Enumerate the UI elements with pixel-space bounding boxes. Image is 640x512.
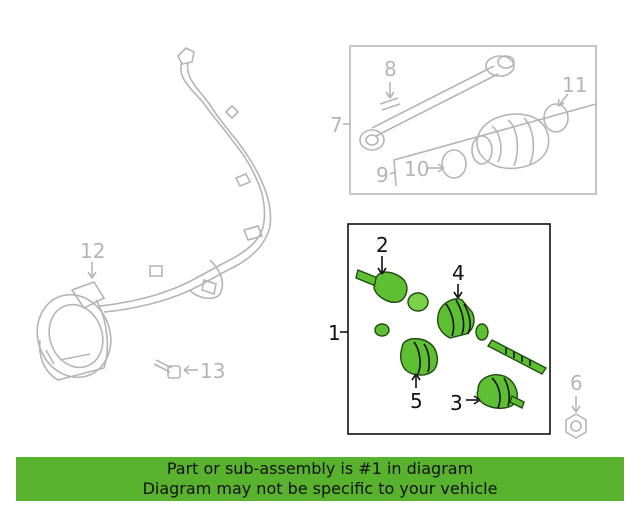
sensor-ring <box>36 281 112 381</box>
callout-11: 11 <box>562 73 587 97</box>
parts-diagram: 1 2 3 4 5 6 7 8 9 10 11 12 13 <box>36 45 597 439</box>
callout-9: 9 <box>376 163 389 187</box>
callout-13: 13 <box>200 359 225 383</box>
callout-12: 12 <box>80 239 105 263</box>
callout-7: 7 <box>330 113 343 137</box>
callout-6: 6 <box>570 371 583 395</box>
nut-6 <box>565 396 587 439</box>
banner-line-1: Part or sub-assembly is #1 in diagram <box>166 459 474 478</box>
callout-4: 4 <box>452 261 465 285</box>
callout-3: 3 <box>450 391 463 415</box>
callout-5: 5 <box>410 389 423 413</box>
lower-inset <box>340 223 551 435</box>
bolt-13 <box>153 359 198 379</box>
banner-line-2: Diagram may not be specific to your vehi… <box>142 479 498 498</box>
callout-8: 8 <box>384 57 397 81</box>
part-4-boot <box>436 298 475 339</box>
callout-1: 1 <box>328 321 341 345</box>
callout-2: 2 <box>376 233 389 257</box>
info-banner: Part or sub-assembly is #1 in diagram Di… <box>16 457 624 501</box>
wiring-harness <box>99 47 272 313</box>
part-shaft <box>486 339 548 375</box>
callout-10: 10 <box>404 157 429 181</box>
upper-inset <box>343 45 597 195</box>
